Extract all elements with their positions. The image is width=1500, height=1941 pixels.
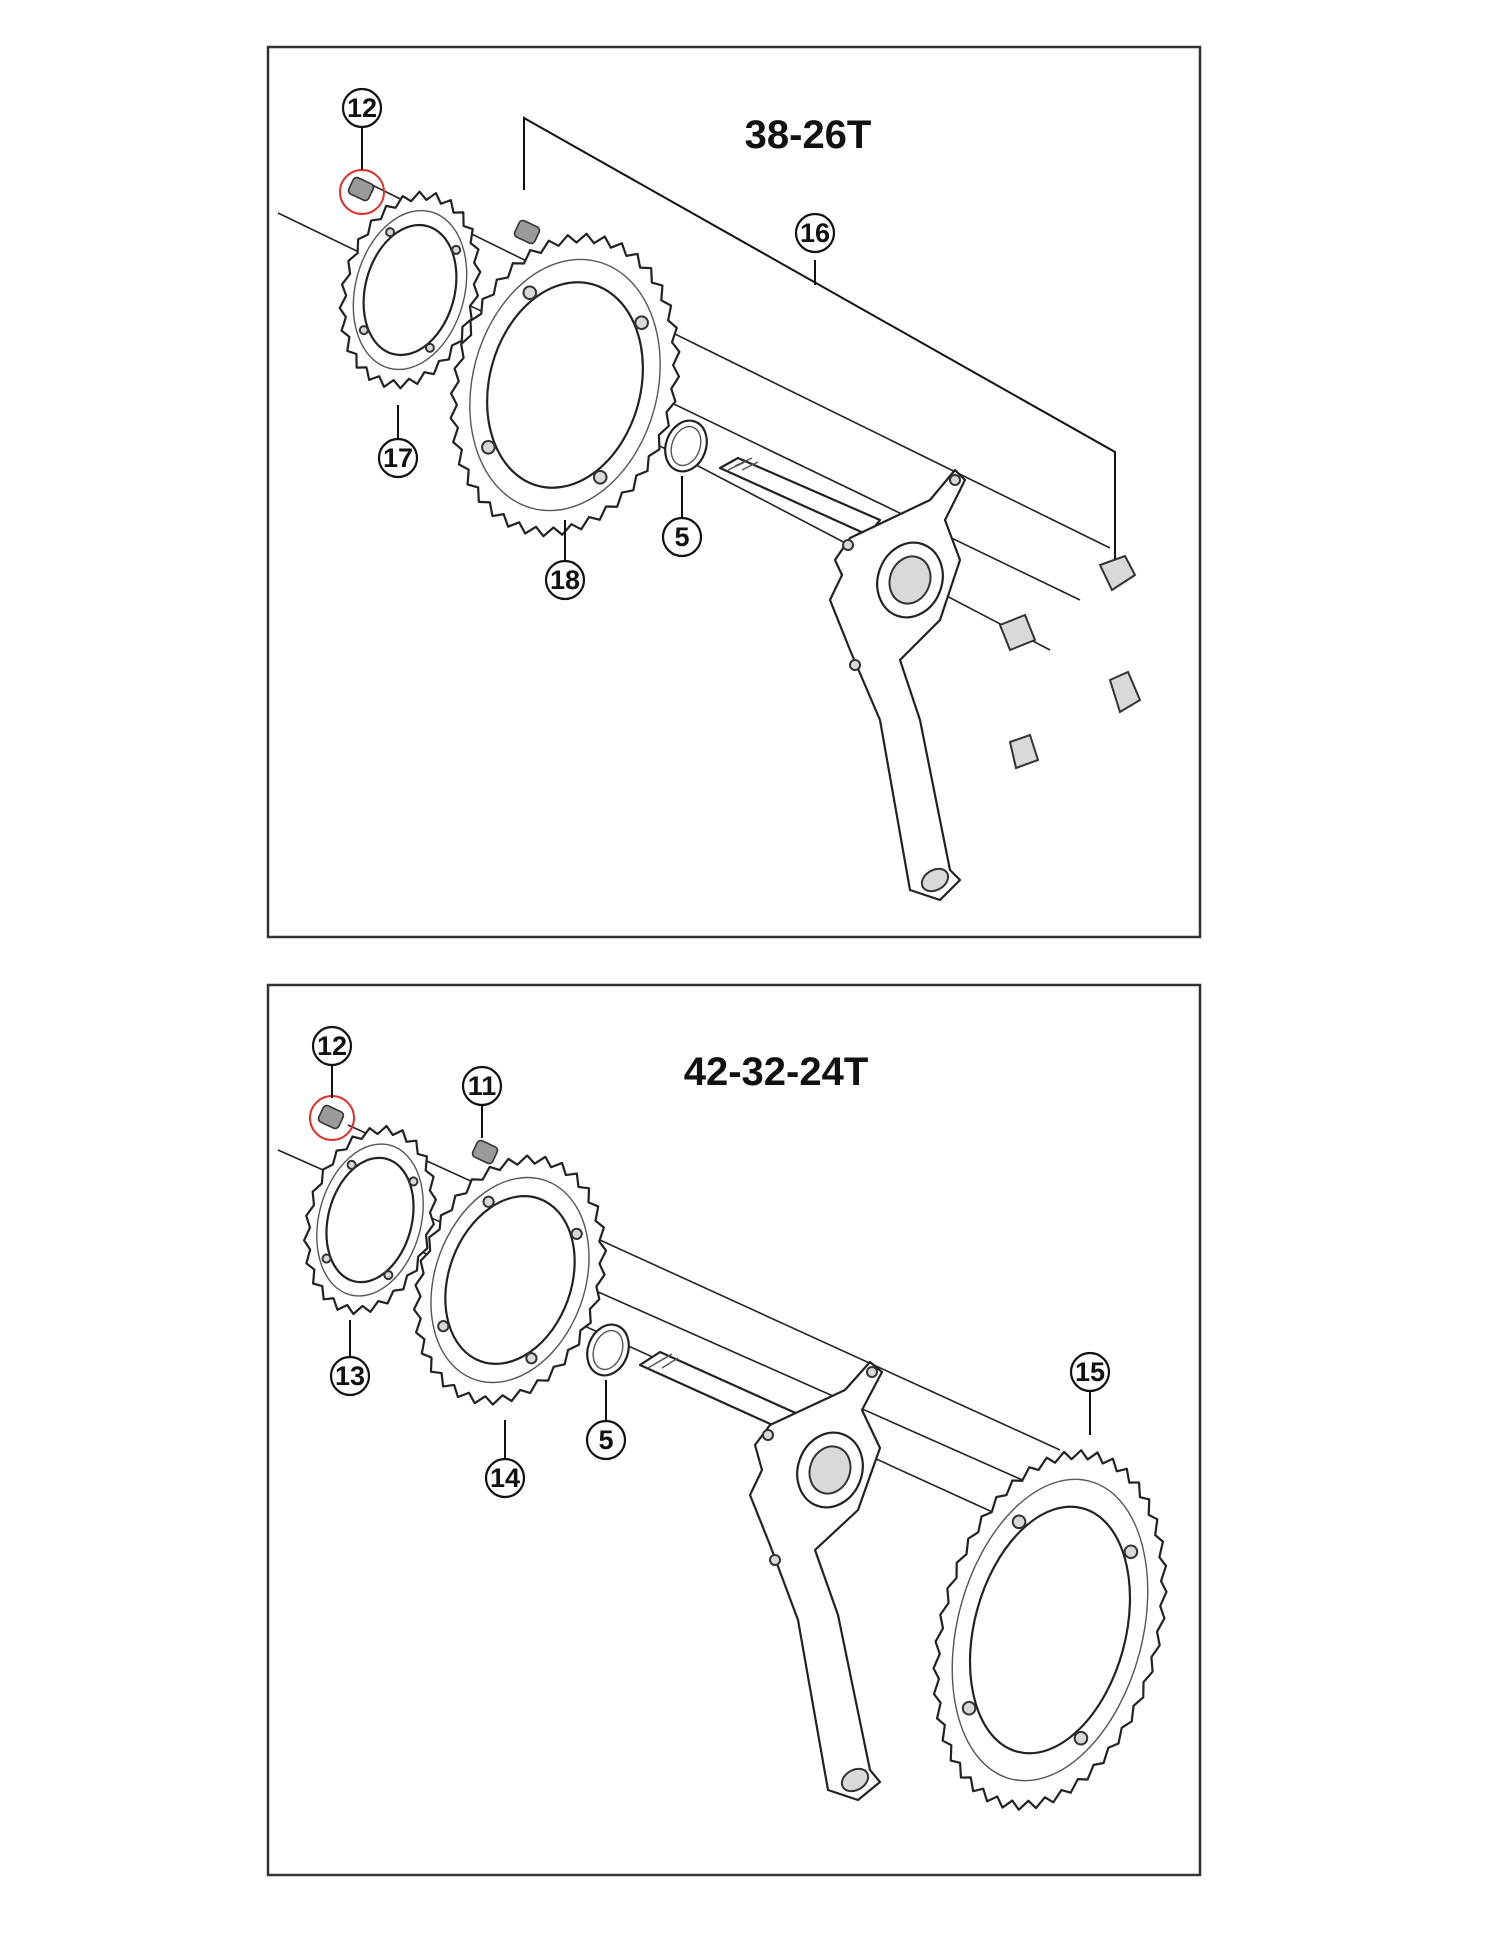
chainring-bolt xyxy=(471,1139,499,1165)
svg-text:5: 5 xyxy=(598,1425,613,1455)
svg-text:13: 13 xyxy=(335,1361,365,1391)
svg-text:5: 5 xyxy=(674,522,689,552)
chainring-bolt xyxy=(513,219,541,245)
svg-text:11: 11 xyxy=(468,1071,497,1101)
svg-text:16: 16 xyxy=(800,218,830,248)
cap-piece xyxy=(1108,670,1142,714)
chainring-bolt xyxy=(309,1095,355,1141)
svg-text:12: 12 xyxy=(317,1031,347,1061)
large-chainring xyxy=(449,232,681,538)
panel-38-26t: 38-26T xyxy=(266,45,1202,939)
callout-11: 11 xyxy=(461,1065,503,1138)
small-chainring xyxy=(338,190,482,390)
crank-arm xyxy=(718,456,967,902)
callout-13: 13 xyxy=(329,1320,371,1397)
callout-15: 15 xyxy=(1069,1351,1111,1435)
svg-text:18: 18 xyxy=(550,565,580,595)
assembly-axis-line xyxy=(371,184,1111,549)
large-outer-chainring xyxy=(932,1449,1168,1811)
bracket-leader xyxy=(523,116,1116,560)
spacer-ring xyxy=(586,1323,630,1377)
callout-12: 12 xyxy=(341,87,383,170)
callout-12: 12 xyxy=(311,1025,353,1098)
panel-title: 38-26T xyxy=(745,113,872,157)
crank-arm xyxy=(638,1350,884,1802)
callout-14: 14 xyxy=(484,1420,526,1499)
panel-frame xyxy=(266,45,1202,939)
small-chainring xyxy=(302,1124,438,1316)
callout-17: 17 xyxy=(377,405,419,479)
svg-text:17: 17 xyxy=(383,443,413,473)
callout-5: 5 xyxy=(661,476,703,558)
cap-piece xyxy=(1008,733,1040,770)
spacer-ring-inner xyxy=(592,1329,624,1371)
svg-text:15: 15 xyxy=(1075,1357,1105,1387)
cap-piece xyxy=(998,613,1037,652)
middle-chainring xyxy=(412,1154,608,1406)
svg-text:12: 12 xyxy=(347,93,377,123)
spacer-ring-inner xyxy=(670,425,702,467)
callout-18: 18 xyxy=(544,520,586,601)
panel-title: 42-32-24T xyxy=(684,1050,869,1094)
callout-5: 5 xyxy=(585,1380,627,1461)
callout-16: 16 xyxy=(794,212,836,254)
cap-piece xyxy=(1098,554,1137,592)
spacer-ring xyxy=(664,419,708,473)
panel-42-32-24t: 42-32-24T 12 xyxy=(266,983,1202,1877)
assembly-axis-line xyxy=(347,1124,1061,1451)
svg-text:14: 14 xyxy=(490,1463,520,1493)
